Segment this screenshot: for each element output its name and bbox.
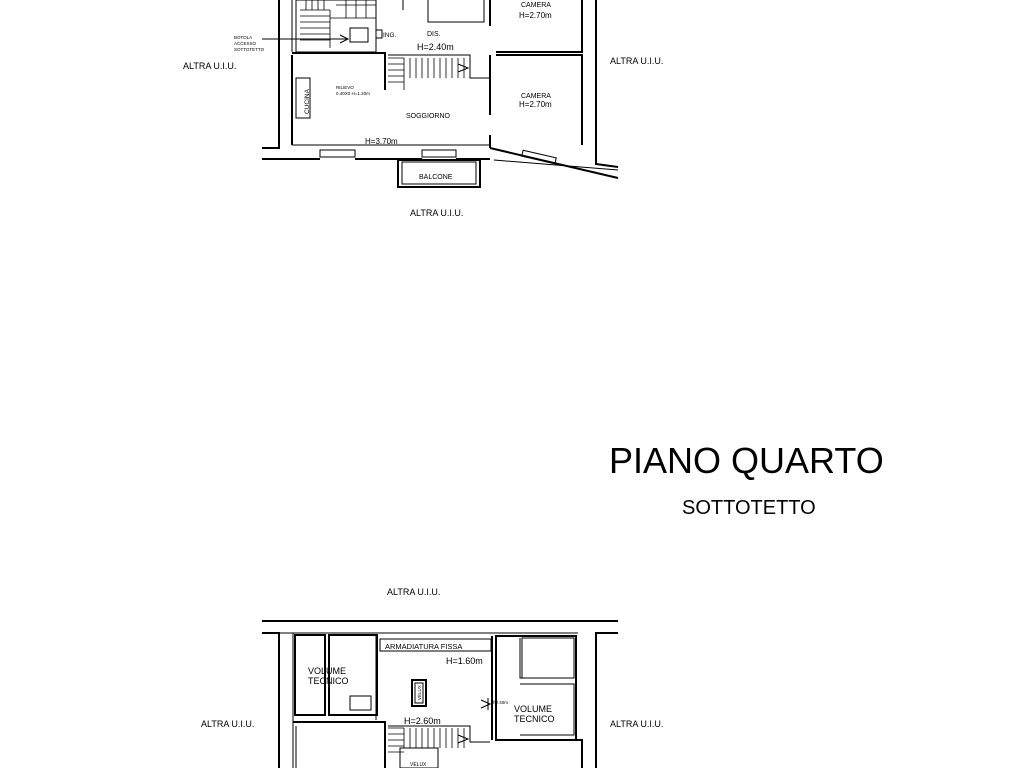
armadiatura-label: ARMADIATURA FISSA <box>385 642 462 651</box>
camera-mid-height: H=2.70m <box>519 100 552 109</box>
floor-title: PIANO QUARTO <box>609 440 884 481</box>
upper-outer-wall-left <box>262 0 280 149</box>
rilievo-label: RILIEVO <box>336 85 354 90</box>
velux-center-label: VELUX <box>417 685 422 700</box>
cucina-counter <box>295 77 311 119</box>
lower-right-cabinet-mid <box>520 683 575 736</box>
volume-tecnico-right-line2: TECNICO <box>514 714 555 724</box>
velux-center-inner <box>414 682 424 704</box>
velux-center-box <box>411 679 427 707</box>
dis-arrow <box>457 63 470 73</box>
lower-volume-tecnico-left-b <box>328 634 378 716</box>
lower-arrow <box>480 699 492 709</box>
lower-wall-hall-bottom <box>293 721 386 768</box>
soggiorno-height: H=3.70m <box>365 137 398 146</box>
upper-skewed-wall-inner <box>493 159 619 171</box>
dis-height: H=2.40m <box>417 42 454 52</box>
cucina-label: CUCINA <box>304 88 311 114</box>
camera-top-height: H=2.70m <box>519 11 552 20</box>
accesso-label: ACCESSO <box>234 41 257 46</box>
rilievo-dims: 0.40X0 H=1.20m <box>336 91 370 96</box>
lower-floor-plan: ALTRA U.I.U. ALTRA U.I.U. ALTRA U.I.U. A… <box>201 587 663 768</box>
lower-outer-wall-right <box>595 632 618 768</box>
upper-small-fixture <box>375 29 383 39</box>
upper-skewed-window <box>521 149 557 165</box>
floor-subtitle: SOTTOTETTO <box>682 497 816 519</box>
lower-wall-hall-bottom-2 <box>388 725 490 743</box>
lower-staircase <box>388 727 465 753</box>
volume-tecnico-left-line1: VOLUME <box>308 666 346 676</box>
upper-wall-dis-bottom <box>388 54 490 79</box>
lower-wall-bottom-right <box>496 739 583 768</box>
upper-window-2 <box>421 149 457 158</box>
lower-volume-tecnico-left-a <box>294 634 326 716</box>
lower-outer-wall-left <box>262 632 280 768</box>
balcone-label: BALCONE <box>419 174 453 181</box>
lower-altra-right: ALTRA U.I.U. <box>610 719 663 729</box>
camera-mid-label: CAMERA <box>521 93 551 100</box>
upper-wall-camera-top <box>496 0 583 53</box>
velux-bottom-label: VELUX <box>410 762 427 768</box>
sottotetto-label: SOTTOTETTO <box>234 47 265 52</box>
volume-tecnico-right-line1: VOLUME <box>514 704 552 714</box>
lower-hall-height: H=2.60m <box>404 716 441 726</box>
lower-right-cabinet <box>495 635 577 741</box>
upper-staircase-top <box>295 0 377 53</box>
lower-altra-top: ALTRA U.I.U. <box>387 587 440 597</box>
balcone-box <box>397 159 481 188</box>
upper-staircase-mid <box>388 57 465 90</box>
lower-altra-left: ALTRA U.I.U. <box>201 719 254 729</box>
upper-altra-left: ALTRA U.I.U. <box>183 61 236 71</box>
balcone-inner <box>401 161 477 185</box>
botola-arrow <box>339 34 350 44</box>
botola-label: BOTOLA <box>234 35 252 40</box>
lower-right-cabinet-top <box>521 637 575 679</box>
lower-hall-arrow <box>457 734 470 744</box>
upper-window-1 <box>319 149 356 158</box>
upper-skewed-wall <box>489 147 619 179</box>
volume-tecnico-left-line2: TECNICO <box>308 676 349 686</box>
camera-top-label: CAMERA <box>521 2 551 9</box>
armadiatura-height: H=1.60m <box>446 656 483 666</box>
dis-label: DIS. <box>427 31 441 38</box>
small-height-label: h0.40m <box>493 700 508 705</box>
upper-outer-wall-right <box>595 0 619 168</box>
velux-bottom-box <box>399 747 439 768</box>
upper-floor-plan: ALTRA U.I.U. ALTRA U.I.U. ALTRA U.I.U. B… <box>183 0 663 218</box>
soggiorno-label: SOGGIORNO <box>406 113 451 120</box>
lower-right-cabinet-line <box>519 638 574 679</box>
upper-wall-hall-top <box>292 52 386 90</box>
upper-altra-right: ALTRA U.I.U. <box>610 56 663 66</box>
lower-volume-tecnico-left-fixture <box>349 695 372 711</box>
upper-wall-camera-split <box>496 54 583 145</box>
upper-wall-top-box <box>402 0 485 23</box>
upper-altra-bottom: ALTRA U.I.U. <box>410 208 463 218</box>
botola-box <box>349 27 369 43</box>
ing-label: ING. <box>383 32 397 39</box>
